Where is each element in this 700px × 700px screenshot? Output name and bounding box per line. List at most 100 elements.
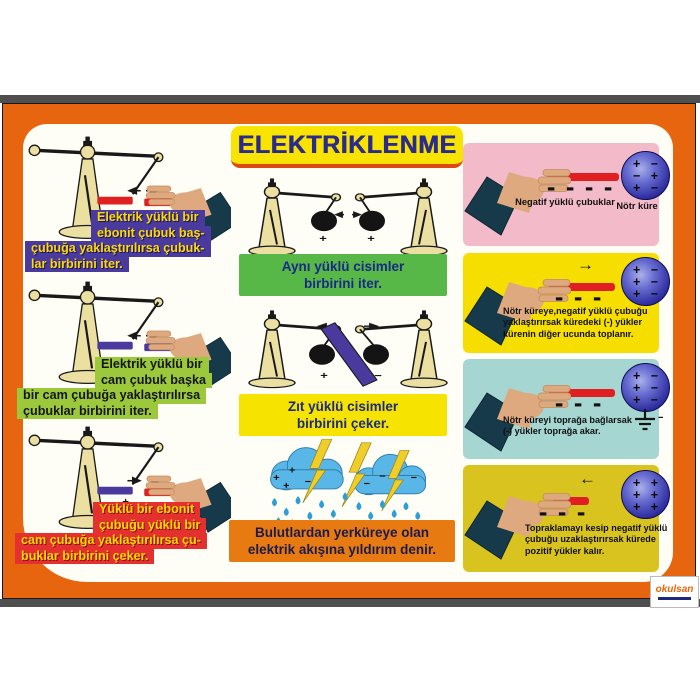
caption-line: birbirini iter. xyxy=(303,276,382,291)
svg-text:−: − xyxy=(305,476,311,488)
hand-figure xyxy=(464,169,571,236)
plus-charge: + xyxy=(319,233,327,244)
sphere-charge-row: + − xyxy=(632,156,659,171)
hanging-rod xyxy=(97,486,133,495)
hanging-rod xyxy=(97,341,133,350)
right-panel-2: → ▬ ▬ ▬ + −+ −+ − Nötr küreye,negatif yü… xyxy=(463,253,670,353)
arrow-right-icon: → xyxy=(577,255,594,274)
grounded-sphere: + −+ −+ − xyxy=(621,363,670,412)
sphere-charge-row: + + xyxy=(632,499,659,514)
publisher-logo: okulsan xyxy=(650,576,699,608)
rod-label: Negatif yüklü çubuklar xyxy=(515,197,615,207)
page-title: ELEKTRİKLENME xyxy=(237,130,457,159)
middle-caption-3: Bulutlardan yerküreye olan elektrik akışı… xyxy=(229,520,455,562)
caption-line: birbirini çeker. xyxy=(296,416,390,431)
right-panel-3: ▬ ▬ ▬ + −+ −+ − − Nötr küreyi toprağa ba… xyxy=(463,359,670,459)
poster-frame: ELEKTRİKLENME Ebonit çubuklar Elektrik y… xyxy=(2,103,696,599)
caption-line: çubuğu uzaklaştırırsak kürede xyxy=(525,534,656,545)
minus-charge: − xyxy=(658,412,663,424)
negative-charges-row: ▬ ▬ ▬ xyxy=(555,400,606,410)
negative-charges-row: ▬ ▬ ▬ xyxy=(539,509,590,519)
publisher-logo-text: okulsan xyxy=(655,583,694,595)
right-panel-4: ← ▬ ▬ ▬ + ++ ++ + Topraklamayı kesip neg… xyxy=(463,465,670,572)
svg-text:+: + xyxy=(273,472,279,484)
sphere-charge-row: + + xyxy=(632,475,659,490)
caption-line: Nötr küreye,negatif yüklü çubuğu xyxy=(503,306,648,316)
arrow-left-icon: ← xyxy=(579,469,596,488)
svg-text:−: − xyxy=(379,470,385,482)
plus-charge: + xyxy=(367,233,375,244)
caption-line: Nötr küreyi toprağa bağlarsak xyxy=(503,415,632,425)
sphere-charge-row: − + xyxy=(632,168,659,183)
minus-charge: − xyxy=(374,370,382,381)
caption-line: Elektrik yüklü bir xyxy=(95,357,209,373)
caption-line: cam çubuğa yaklaştırılırsa çu- xyxy=(15,533,207,549)
same-charge-repulsion-figure: + + xyxy=(247,176,449,258)
caption-line: Bulutlardan yerküreye olan xyxy=(254,525,430,540)
caption-line: Aynı yüklü cisimler xyxy=(281,259,405,274)
sphere-charge-row: + − xyxy=(632,380,659,395)
bottom-gray-bar xyxy=(0,599,700,607)
charged-ball-icon xyxy=(309,344,335,365)
repulsion-arrows-icon xyxy=(333,211,363,219)
caption-line: çubuklar birbirini iter. xyxy=(17,403,158,419)
caption-line: çubuğa yaklaştırılırsa çubuk- xyxy=(25,241,211,257)
charged-ball-icon xyxy=(363,344,389,365)
top-gray-bar xyxy=(0,95,700,103)
sphere-label: Nötr küre xyxy=(616,201,658,211)
caption-line: bir cam çubuğa yaklaştırılırsa xyxy=(17,388,207,404)
charged-rod-icon xyxy=(320,322,378,387)
caption-line: (-) yükler toprağa akar. xyxy=(503,426,601,437)
caption-line: pozitif yükler kalır. xyxy=(525,545,605,556)
svg-text:+: + xyxy=(283,480,289,492)
caption-line: ebonit çubuk baş- xyxy=(91,225,211,241)
lightning-bolt-icon xyxy=(302,439,410,512)
motion-arrows-icon xyxy=(316,322,380,330)
publisher-logo-tagline xyxy=(658,596,691,600)
hand-figure xyxy=(464,385,571,452)
middle-caption-1: Aynı yüklü cisimler birbirini iter. xyxy=(239,254,447,296)
storm-cloud-figure: + + + − + − − − − xyxy=(270,439,427,532)
caption-line: cam çubuk başka xyxy=(95,372,212,388)
caption-line: yaklaştırırsak küredeki (-) yükler xyxy=(503,317,643,328)
positive-sphere: + ++ ++ + xyxy=(621,470,670,519)
neutral-sphere: + −− ++ − xyxy=(621,151,670,200)
sphere-charge-row: + − xyxy=(632,368,659,383)
sphere-charge-row: + − xyxy=(632,180,659,195)
caption-line: Elektrik yüklü bir xyxy=(91,210,205,226)
svg-text:−: − xyxy=(364,478,370,490)
sphere-charge-row: + − xyxy=(632,286,659,301)
sphere-charge-row: + + xyxy=(632,487,659,502)
polarized-sphere: + −+ −+ − xyxy=(621,257,670,306)
caption-line: Topraklamayı kesip negatif yüklü xyxy=(525,523,668,533)
caption-line: çubuğu yüklü bir xyxy=(93,517,207,533)
caption-line: kürenin diğer ucunda toplanır. xyxy=(503,328,634,339)
charged-ball-icon xyxy=(359,210,385,232)
ground-symbol-icon: − xyxy=(635,409,663,431)
panel-caption: Nötr küreyi toprağa bağlarsak(-) yükler … xyxy=(503,415,632,438)
negative-charges-row: ▬ ▬ ▬ ▬ xyxy=(547,184,617,194)
negative-rod xyxy=(553,497,589,505)
caption-line: elektrik akışına yıldırım denir. xyxy=(247,542,437,557)
right-panel-1: ▬ ▬ ▬ ▬ Negatif yüklü çubuklar + −− ++ −… xyxy=(463,143,670,246)
sphere-charge-row: + − xyxy=(632,392,659,407)
caption-line: lar birbirini iter. xyxy=(25,256,129,272)
middle-caption-2: Zıt yüklü cisimler birbirini çeker. xyxy=(239,394,447,436)
svg-text:−: − xyxy=(411,472,417,484)
title-banner: ELEKTRİKLENME xyxy=(231,126,463,168)
opposite-charge-attraction-figure: + − xyxy=(247,308,449,390)
negative-charges-row: ▬ ▬ ▬ xyxy=(555,294,606,304)
caption-line: Yüklü bir ebonit xyxy=(93,502,201,518)
plus-charge: + xyxy=(320,370,328,381)
caption-line: Zıt yüklü cisimler xyxy=(287,399,399,414)
hanging-rod xyxy=(97,196,133,205)
negative-rod xyxy=(549,283,615,291)
negative-rod xyxy=(549,389,615,397)
poster-content: ELEKTRİKLENME Ebonit çubuklar Elektrik y… xyxy=(15,124,673,582)
